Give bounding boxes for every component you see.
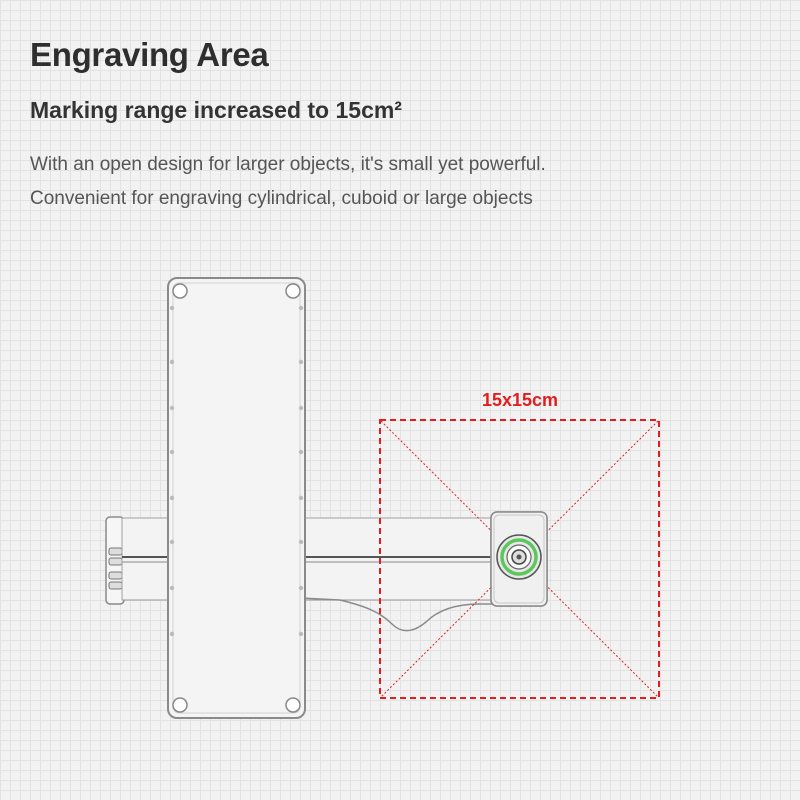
page-title: Engraving Area	[30, 36, 269, 73]
rail-support	[299, 597, 492, 632]
engraver-device-icon	[105, 277, 548, 719]
description-line-1: With an open design for larger objects, …	[30, 154, 546, 175]
diagonal-line	[380, 420, 659, 698]
engraving-area-box	[379, 419, 660, 699]
diagonal-line	[380, 420, 659, 698]
page-subtitle: Marking range increased to 15cm²	[30, 97, 402, 123]
description: With an open design for larger objects, …	[30, 148, 546, 216]
base-plate	[167, 277, 306, 719]
laser-head-overlay	[490, 511, 548, 607]
dimension-label: 15x15cm	[482, 390, 558, 410]
description-line-2: Convenient for engraving cylindrical, cu…	[30, 188, 533, 209]
end-knob-icon	[105, 516, 125, 605]
